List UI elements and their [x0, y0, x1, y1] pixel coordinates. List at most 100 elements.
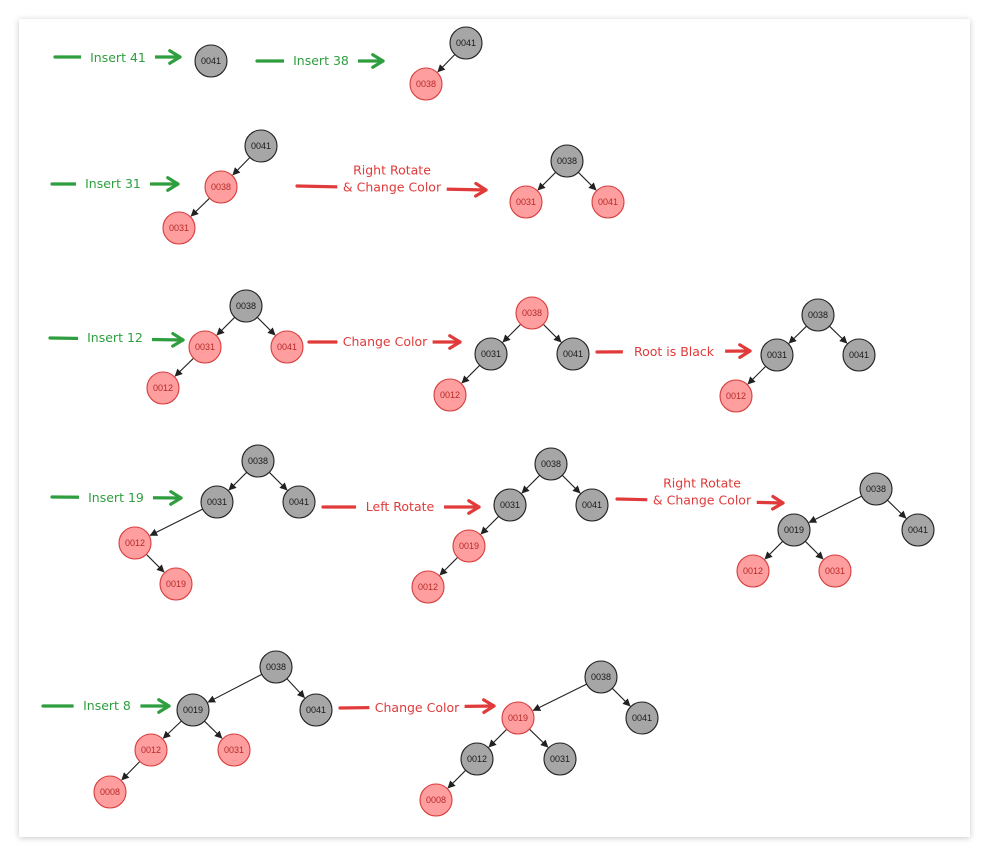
- tree-edge: [447, 769, 467, 789]
- node-circle: [501, 701, 535, 735]
- node-key: 0041: [251, 141, 271, 151]
- node-key: 0041: [289, 497, 309, 507]
- black-node: 0038: [534, 447, 568, 481]
- node-circle: [409, 67, 443, 101]
- node-circle: [299, 693, 333, 727]
- black-node: 0041: [244, 129, 278, 163]
- node-circle: [509, 185, 543, 219]
- node-key: 0041: [632, 713, 652, 723]
- label-backdrop: [73, 698, 141, 717]
- node-circle: [818, 554, 852, 588]
- black-node: 0038: [801, 298, 835, 332]
- arrow-label: Insert 38: [293, 53, 349, 68]
- node-circle: [259, 650, 293, 684]
- tree-edge: [804, 540, 824, 560]
- node-circle: [204, 170, 238, 204]
- node-key: 0038: [866, 484, 886, 494]
- black-node: 0038: [550, 144, 584, 178]
- tree-edge: [268, 471, 288, 491]
- arrow-head: [157, 698, 171, 714]
- tree-edge: [532, 683, 587, 711]
- insert-arrow: Insert 41: [53, 49, 182, 69]
- tree-edge: [577, 171, 597, 191]
- node-circle: [550, 144, 584, 178]
- node-circle: [176, 693, 210, 727]
- label-backdrop: [79, 490, 153, 509]
- black-node: 0038: [259, 650, 293, 684]
- tree-edge: [461, 364, 481, 384]
- black-node: 0031: [493, 488, 527, 522]
- node-key: 0038: [236, 301, 256, 311]
- node-circle: [194, 44, 228, 78]
- transform-arrow: Change Color: [307, 334, 462, 353]
- tree-edge: [480, 515, 500, 535]
- node-key: 0041: [582, 500, 602, 510]
- node-key: 0031: [224, 745, 244, 755]
- node-key: 0041: [598, 197, 618, 207]
- node-circle: [842, 338, 876, 372]
- arrow-head: [474, 181, 488, 198]
- arrow-head: [738, 343, 752, 359]
- node-key: 0041: [277, 342, 297, 352]
- node-key: 0012: [726, 391, 746, 401]
- red-node: 0038: [409, 67, 443, 101]
- tree-edge: [439, 556, 459, 576]
- label-backdrop: [284, 53, 358, 72]
- red-node: 0012: [146, 371, 180, 405]
- black-node: 0041: [449, 26, 483, 60]
- label-backdrop: [622, 344, 726, 363]
- black-node: 0038: [859, 472, 893, 506]
- tree-edge: [286, 678, 305, 699]
- node-circle: [901, 513, 935, 547]
- tree-edge: [887, 499, 907, 519]
- node-key: 0038: [266, 662, 286, 672]
- tree-edge: [529, 728, 549, 748]
- arrow-label: Change Color: [343, 334, 428, 349]
- node-key: 0038: [808, 310, 828, 320]
- transform-arrow: Right Rotate& Change Color: [295, 162, 488, 199]
- node-key: 0031: [500, 500, 520, 510]
- tree-edge: [788, 325, 807, 344]
- node-circle: [777, 513, 811, 547]
- node-circle: [625, 701, 659, 735]
- red-node: 0012: [433, 378, 467, 412]
- node-key: 0019: [166, 579, 186, 589]
- black-node: 0019: [176, 693, 210, 727]
- label-backdrop: [78, 330, 152, 349]
- transform-arrow: Left Rotate: [321, 499, 481, 518]
- node-key: 0031: [481, 349, 501, 359]
- node-circle: [229, 289, 263, 323]
- node-key: 0031: [767, 350, 787, 360]
- tree-edge: [747, 365, 767, 385]
- tree-edge: [121, 761, 141, 781]
- node-circle: [433, 378, 467, 412]
- node-key: 0019: [459, 541, 479, 551]
- black-node: 0038: [229, 289, 263, 323]
- red-node: 0012: [134, 733, 168, 767]
- node-key: 0041: [306, 705, 326, 715]
- tree-edge: [829, 325, 848, 344]
- arrow-head: [771, 494, 785, 511]
- black-node: 0031: [543, 742, 577, 776]
- node-circle: [93, 775, 127, 809]
- tree-edge: [232, 157, 251, 176]
- black-node: 0041: [299, 693, 333, 727]
- node-circle: [188, 330, 222, 364]
- arrow-head: [171, 331, 185, 348]
- red-node: 0038: [515, 296, 549, 330]
- tree-edge: [162, 720, 182, 739]
- black-node: 0038: [584, 660, 618, 694]
- node-circle: [449, 26, 483, 60]
- arrow-label: Right Rotate& Change Color: [653, 476, 752, 508]
- red-node: 0031: [162, 211, 196, 245]
- node-circle: [244, 129, 278, 163]
- black-node: 0041: [194, 44, 228, 78]
- arrow-head: [448, 334, 462, 350]
- tree-edge: [542, 323, 562, 343]
- node-key: 0041: [456, 38, 476, 48]
